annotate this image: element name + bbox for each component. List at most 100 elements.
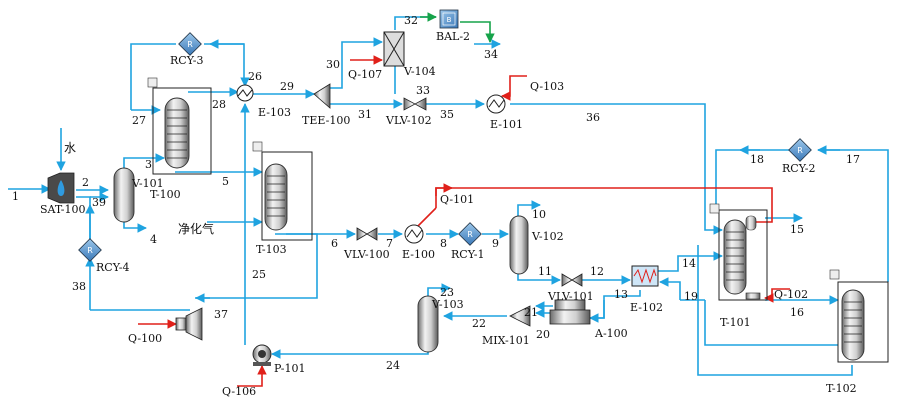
stream-14[interactable] [658, 251, 723, 272]
num-15: 15 [790, 223, 804, 236]
vlv101-valve[interactable] [561, 273, 583, 287]
stream-11[interactable] [517, 272, 561, 285]
label-bal2: BAL-2 [436, 30, 470, 43]
stream-24[interactable] [271, 348, 429, 359]
t101-column[interactable] [723, 215, 761, 300]
mix101-mixer[interactable] [509, 305, 531, 327]
label-tee100: TEE-100 [302, 114, 350, 127]
stream-27[interactable] [130, 43, 176, 110]
energy-q106[interactable] [237, 365, 267, 387]
label-rcy2: RCY-2 [782, 162, 815, 175]
num-2: 2 [82, 176, 89, 189]
rcy4-recycle[interactable]: R [78, 238, 102, 262]
stream-36[interactable] [510, 103, 723, 235]
label-e100: E-100 [402, 248, 435, 261]
chinese-labels: 水 净化气 [64, 141, 214, 236]
t103-column[interactable] [264, 163, 288, 231]
a100-unit[interactable] [549, 299, 591, 325]
num-7: 7 [386, 237, 393, 250]
stream-rcy3-out[interactable] [204, 43, 245, 80]
energy-q101[interactable] [435, 187, 773, 223]
energy-q102[interactable] [764, 288, 790, 303]
e100-heater[interactable] [404, 224, 424, 244]
num-35: 35 [440, 108, 454, 121]
label-vlv101: VLV-101 [547, 290, 594, 303]
t100-column[interactable] [164, 97, 190, 169]
stream-3[interactable] [123, 153, 165, 170]
vlv100-valve[interactable] [356, 227, 378, 241]
num-17: 17 [846, 153, 860, 166]
v102-separator[interactable] [509, 215, 529, 275]
label-v101: V-101 [131, 177, 164, 190]
num-23: 23 [440, 286, 454, 299]
stream-37[interactable] [195, 233, 318, 299]
e102-exchanger[interactable] [631, 265, 659, 287]
num-6: 6 [331, 237, 338, 250]
t102-tray-icon [829, 269, 840, 280]
num-27: 27 [132, 114, 146, 127]
stream-10[interactable] [517, 200, 541, 218]
label-v102: V-102 [531, 230, 564, 243]
label-v104: V-104 [403, 65, 436, 78]
stream-18[interactable] [715, 149, 790, 210]
label-q102: Q-102 [774, 288, 808, 301]
material-streams [8, 12, 889, 376]
stream-19[interactable] [704, 300, 838, 346]
sat100-saturator[interactable] [47, 172, 75, 204]
stream-17[interactable] [818, 149, 889, 282]
label-rcy3: RCY-3 [170, 54, 203, 67]
energy-labels: Q-107 Q-103 Q-101 Q-102 Q-100 Q-106 [128, 68, 808, 398]
num-1: 1 [12, 190, 19, 203]
t102-column[interactable] [841, 289, 865, 361]
num-16: 16 [790, 306, 804, 319]
num-14: 14 [682, 257, 696, 270]
label-a100: A-100 [594, 327, 628, 340]
num-20: 20 [536, 328, 550, 341]
label-water: 水 [64, 141, 76, 155]
rcy1-recycle[interactable]: R [458, 222, 482, 246]
t103-tray-icon [252, 141, 263, 152]
e101-cooler[interactable] [486, 94, 506, 114]
rcy2-recycle[interactable]: R [788, 138, 812, 162]
t101-tray-icon [709, 203, 720, 214]
num-10: 10 [532, 208, 546, 221]
num-12: 12 [590, 265, 604, 278]
label-q103: Q-103 [530, 80, 564, 93]
stream-23[interactable] [427, 283, 451, 298]
bal2-balance[interactable]: B [439, 9, 459, 29]
v103-separator[interactable] [417, 295, 439, 353]
t102-subflowsheet-box [837, 281, 889, 363]
stream-t102-bottom [697, 245, 853, 376]
num-39: 39 [92, 196, 106, 209]
v104-vessel[interactable] [383, 31, 405, 67]
v101-separator[interactable] [113, 167, 135, 223]
stream-4[interactable] [123, 220, 147, 233]
rcy1-r-icon: R [467, 230, 473, 239]
label-e101: E-101 [490, 118, 523, 131]
label-e103: E-103 [258, 106, 291, 119]
label-v103: V-103 [431, 298, 464, 311]
num-25: 25 [252, 268, 266, 281]
label-rcy1: RCY-1 [451, 248, 484, 261]
vlv102-valve[interactable] [403, 97, 427, 111]
num-28: 28 [212, 98, 226, 111]
num-32: 32 [404, 14, 418, 27]
t101-subflowsheet-box [718, 209, 768, 301]
num-13: 13 [614, 288, 628, 301]
stream-30[interactable] [330, 37, 383, 89]
stream-bal-out[interactable] [460, 21, 495, 43]
p101-pump[interactable] [252, 344, 272, 366]
num-36: 36 [586, 111, 600, 124]
e103-heat-exchanger[interactable] [236, 84, 254, 102]
num-33: 33 [416, 84, 430, 97]
compressor-unit[interactable] [175, 307, 203, 341]
label-vlv102: VLV-102 [385, 114, 432, 127]
tee100-splitter[interactable] [313, 83, 331, 109]
num-4: 4 [150, 233, 157, 246]
rcy3-recycle[interactable]: R [178, 32, 202, 56]
label-t103: T-103 [256, 243, 287, 256]
energy-q103[interactable] [501, 75, 527, 101]
energy-streams [138, 55, 790, 387]
unit-labels: SAT-100 V-101 T-100 T-103 RCY-3 RCY-4 RC… [40, 30, 857, 395]
stream-number-labels: 1 2 3 4 5 6 7 8 9 10 11 12 13 14 15 16 1… [12, 14, 860, 372]
